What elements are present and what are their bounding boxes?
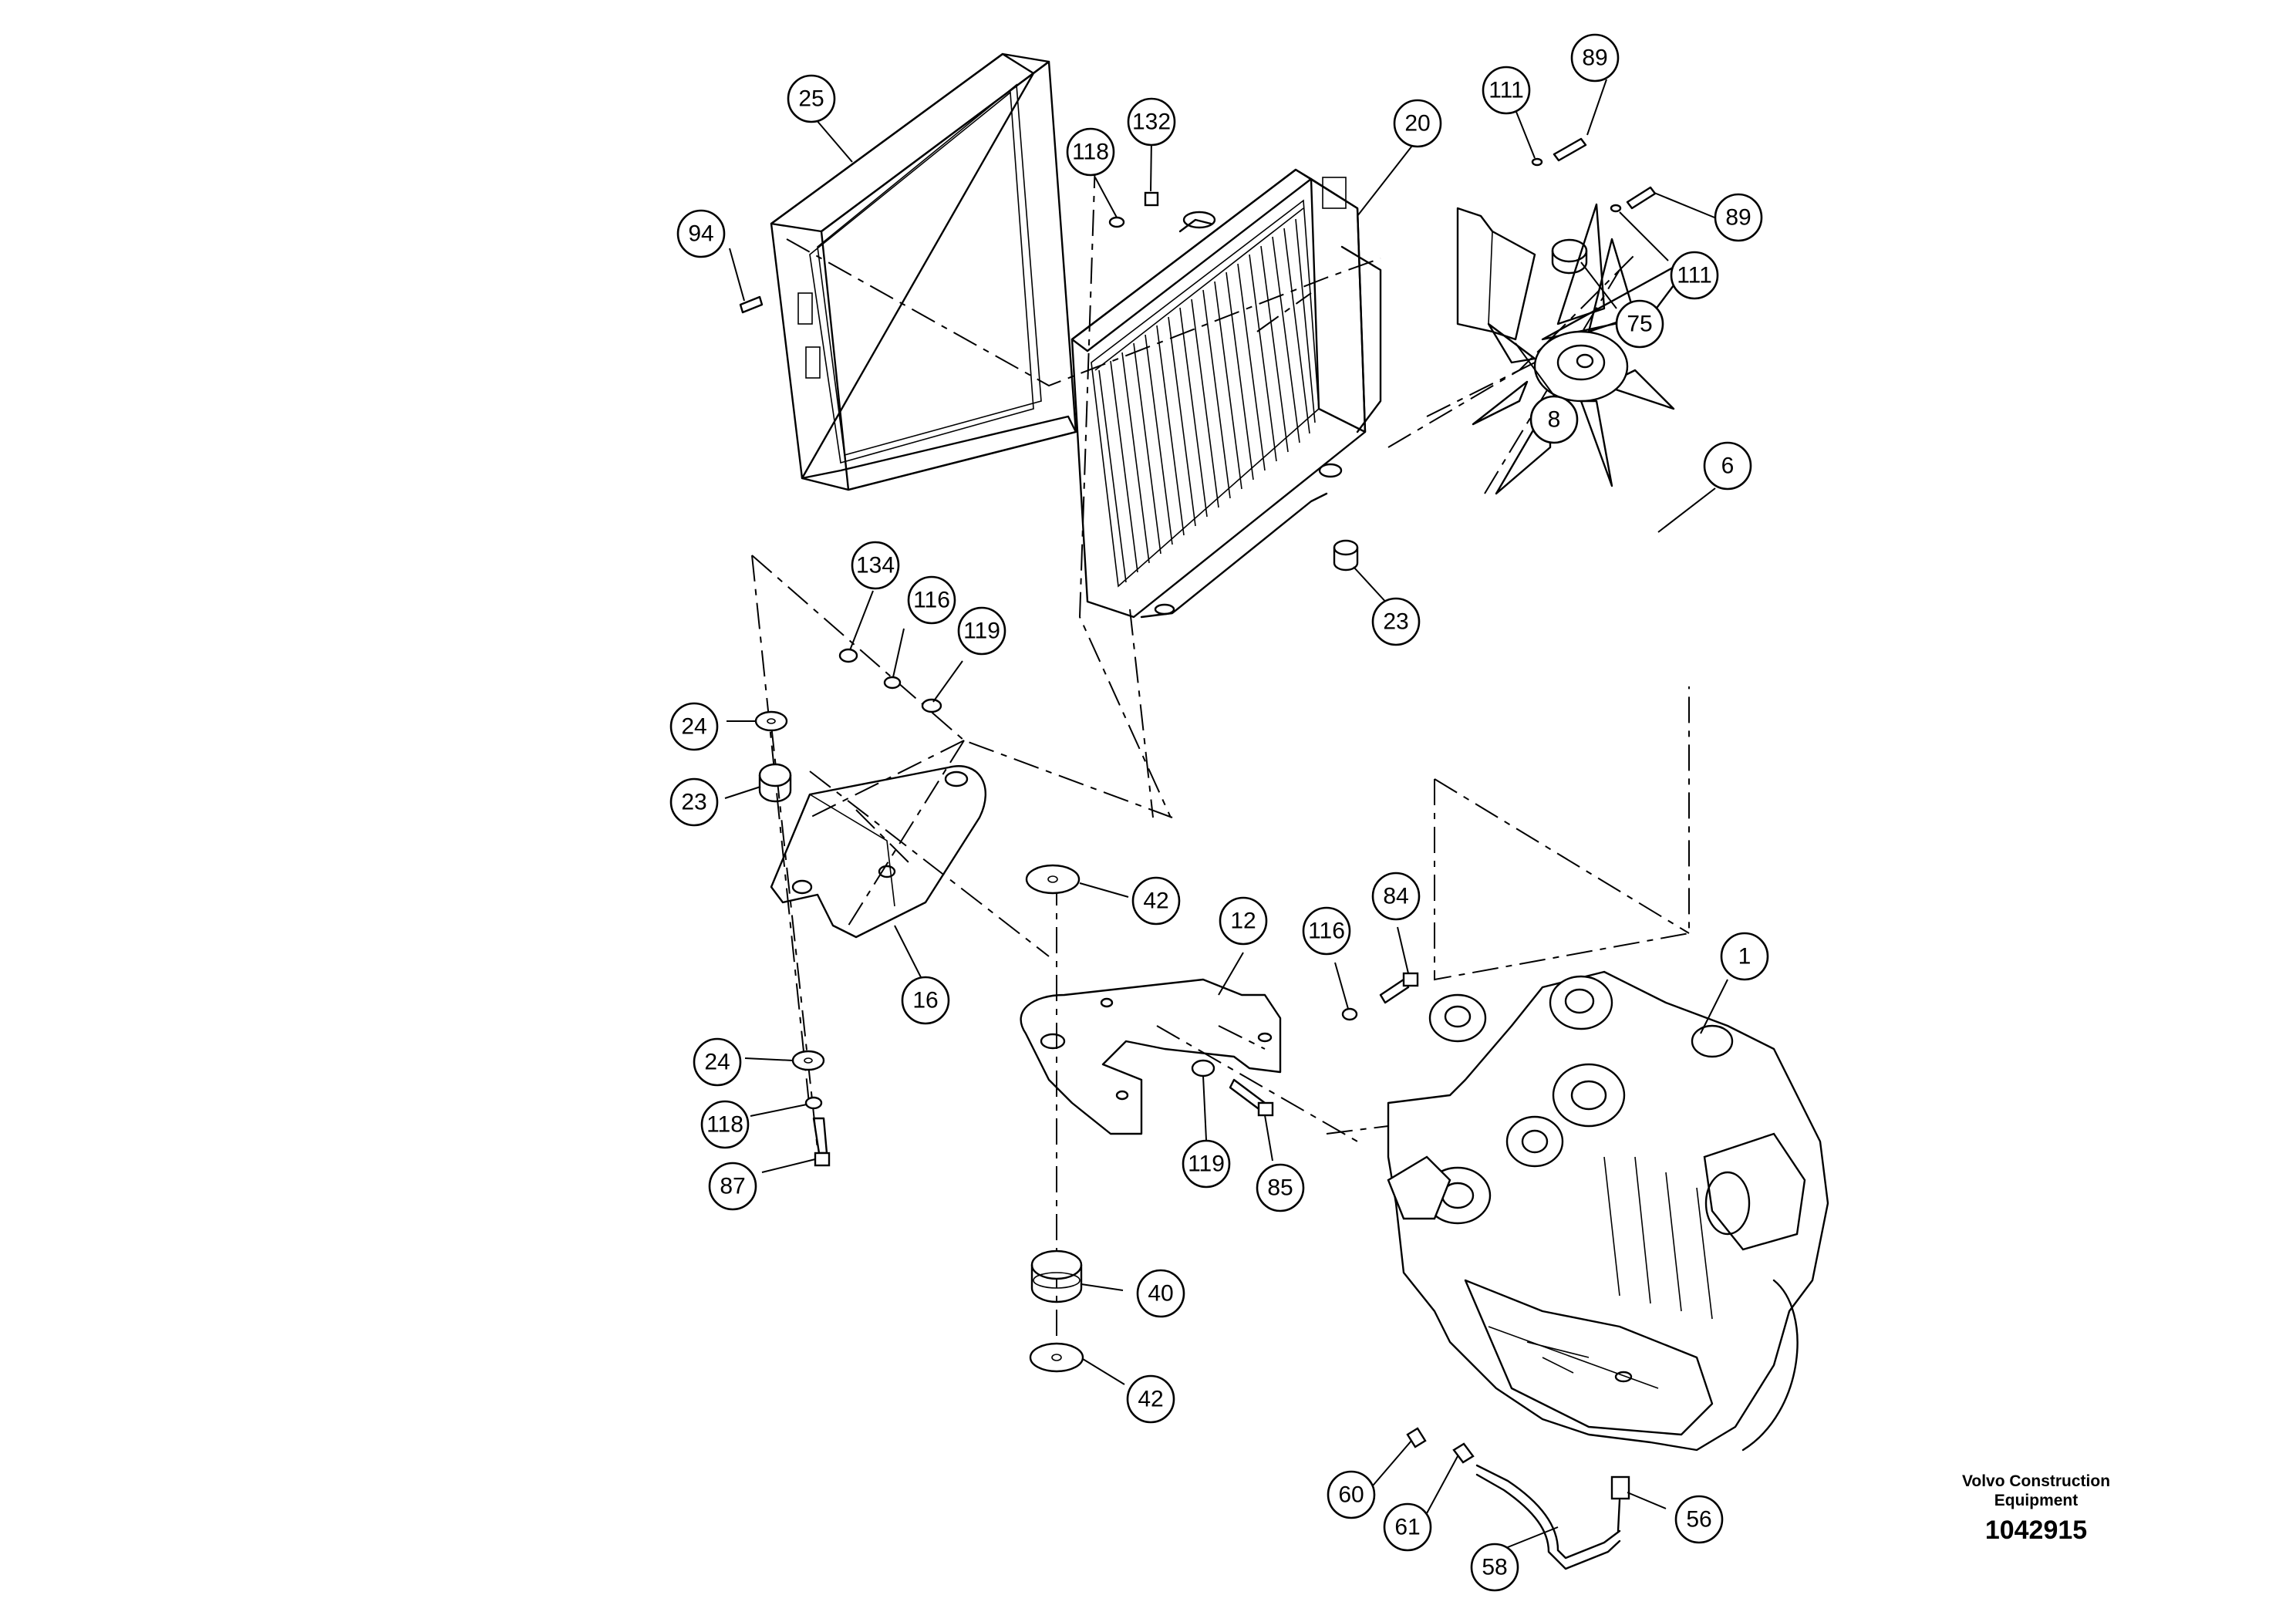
svg-text:118: 118 — [706, 1112, 743, 1138]
callout-94: 94 — [676, 209, 726, 258]
svg-text:23: 23 — [681, 790, 706, 815]
callout-61: 61 — [1383, 1502, 1432, 1552]
document-number: 1042915 — [1984, 1516, 2088, 1545]
part-1-engine — [1387, 970, 1829, 1452]
callout-20: 20 — [1393, 99, 1442, 148]
svg-text:6: 6 — [1721, 454, 1735, 479]
company-name: Volvo Construction Equipment — [1920, 1472, 2152, 1510]
svg-text:119: 119 — [1188, 1152, 1225, 1177]
svg-text:58: 58 — [1482, 1555, 1507, 1580]
part-25-frame — [770, 52, 1077, 491]
small-parts — [739, 137, 1657, 1373]
callout-6: 6 — [1703, 441, 1752, 491]
callout-16: 16 — [901, 976, 950, 1025]
callout-119-top: 119 — [957, 606, 1006, 656]
callout-23-radiator: 23 — [1371, 597, 1421, 646]
svg-text:12: 12 — [1230, 909, 1256, 934]
svg-text:56: 56 — [1686, 1507, 1711, 1533]
svg-text:118: 118 — [1072, 140, 1109, 165]
callout-42-top: 42 — [1131, 876, 1181, 926]
svg-text:89: 89 — [1582, 46, 1607, 71]
part-8-plate — [1456, 207, 1536, 341]
svg-text:40: 40 — [1148, 1281, 1173, 1307]
callout-85: 85 — [1256, 1163, 1305, 1212]
callout-111-right: 111 — [1670, 251, 1719, 300]
callout-23-left: 23 — [669, 777, 719, 827]
svg-text:84: 84 — [1383, 884, 1408, 909]
part-20-radiator — [1070, 168, 1382, 619]
callout-12: 12 — [1219, 896, 1268, 946]
company-line-2: Equipment — [1994, 1492, 2079, 1509]
svg-text:16: 16 — [912, 988, 938, 1013]
svg-text:111: 111 — [1489, 78, 1524, 103]
svg-text:116: 116 — [913, 588, 950, 613]
svg-text:75: 75 — [1627, 312, 1652, 337]
callout-118-bottom: 118 — [700, 1100, 750, 1149]
svg-text:23: 23 — [1383, 609, 1408, 635]
callout-111-top: 111 — [1482, 66, 1531, 115]
callout-24-bottom: 24 — [693, 1037, 742, 1087]
svg-text:24: 24 — [704, 1050, 730, 1075]
callout-119-bottom: 119 — [1182, 1139, 1231, 1189]
svg-text:1: 1 — [1738, 944, 1752, 969]
callout-58: 58 — [1470, 1543, 1519, 1592]
callout-132: 132 — [1127, 97, 1176, 147]
callout-1: 1 — [1720, 932, 1769, 981]
svg-text:20: 20 — [1404, 111, 1430, 137]
svg-text:89: 89 — [1725, 205, 1751, 231]
callout-116-right: 116 — [1302, 906, 1351, 956]
callout-60: 60 — [1327, 1470, 1376, 1519]
radiator-fins — [1098, 218, 1316, 583]
callout-87: 87 — [708, 1162, 757, 1211]
svg-text:94: 94 — [688, 221, 713, 247]
callout-8: 8 — [1529, 395, 1579, 444]
svg-text:42: 42 — [1138, 1387, 1163, 1412]
callout-24-top: 24 — [669, 702, 719, 751]
svg-text:8: 8 — [1548, 407, 1561, 433]
callout-56: 56 — [1674, 1495, 1724, 1544]
callout-116-top: 116 — [907, 575, 956, 625]
svg-text:119: 119 — [963, 619, 1000, 644]
callout-25: 25 — [787, 74, 836, 123]
callout-84: 84 — [1371, 872, 1421, 921]
svg-text:111: 111 — [1677, 263, 1712, 288]
svg-text:85: 85 — [1267, 1175, 1293, 1201]
svg-text:134: 134 — [856, 553, 895, 578]
callout-leaders — [724, 79, 1728, 1551]
svg-text:61: 61 — [1394, 1515, 1420, 1540]
callout-75: 75 — [1615, 299, 1664, 349]
callout-42-bottom: 42 — [1126, 1374, 1175, 1424]
svg-text:87: 87 — [720, 1174, 745, 1199]
callout-40: 40 — [1136, 1269, 1185, 1318]
svg-text:60: 60 — [1338, 1482, 1364, 1508]
svg-text:132: 132 — [1132, 110, 1171, 135]
callout-89-top: 89 — [1570, 33, 1620, 83]
callout-89-right: 89 — [1714, 193, 1763, 242]
svg-text:25: 25 — [798, 86, 824, 112]
svg-text:24: 24 — [681, 714, 706, 740]
callout-118: 118 — [1066, 127, 1115, 177]
callout-bubbles: 25 94 118 132 20 111 89 89 111 75 8 6 23… — [669, 33, 1769, 1592]
part-75-cap — [1551, 238, 1588, 275]
svg-text:116: 116 — [1308, 919, 1345, 944]
svg-text:42: 42 — [1143, 889, 1168, 914]
company-line-1: Volvo Construction — [1961, 1472, 2111, 1490]
part-12-bracket — [1020, 978, 1282, 1135]
callout-134: 134 — [851, 541, 900, 590]
hose-parts — [1406, 1427, 1630, 1570]
part-16-bracket — [770, 765, 987, 939]
